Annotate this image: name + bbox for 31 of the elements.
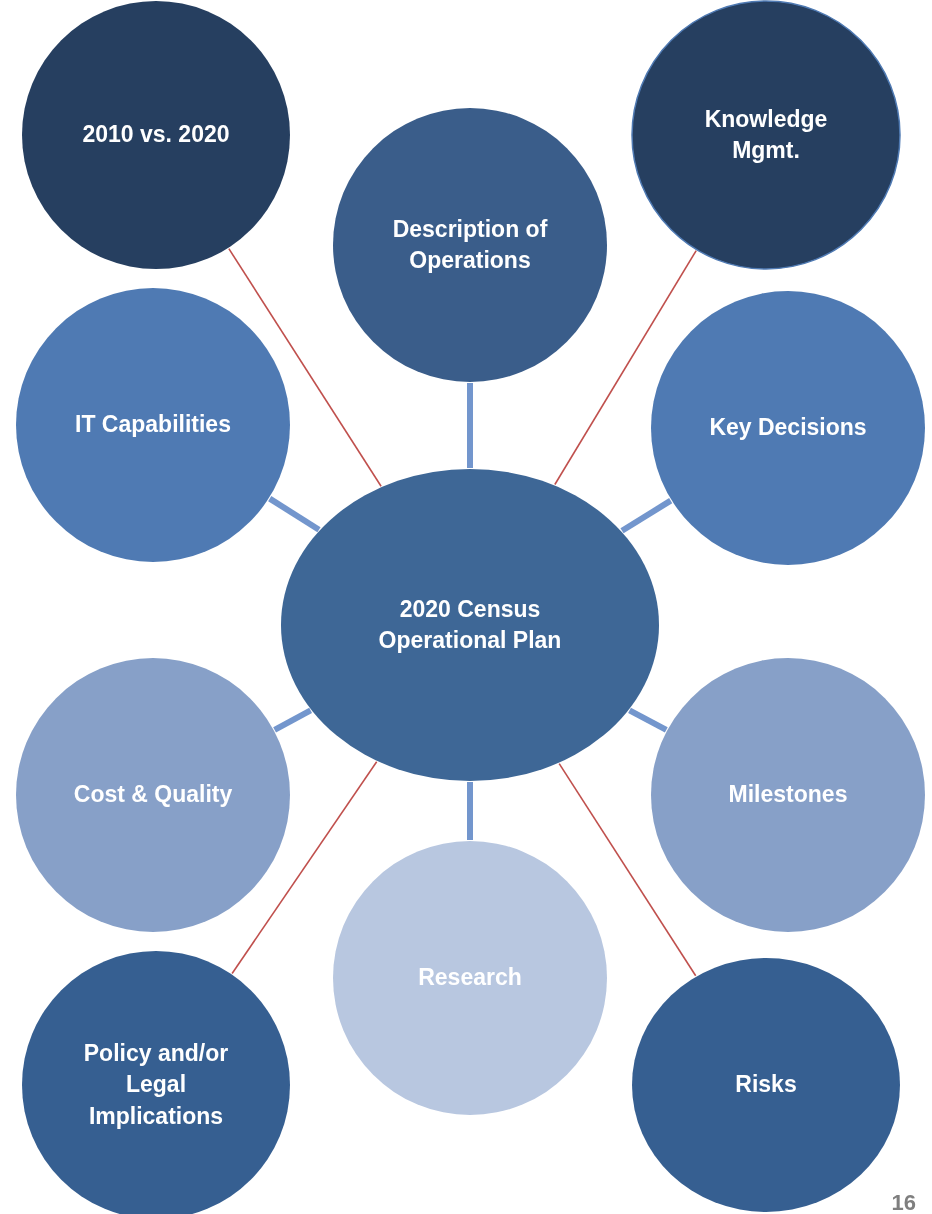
connector-line — [467, 383, 473, 468]
connector-line — [628, 707, 668, 733]
connector-line — [620, 498, 673, 534]
topic-circle — [280, 468, 660, 782]
topic-label: 2010 vs. 2020 — [82, 120, 230, 150]
topic-circle — [15, 287, 291, 563]
connector-line — [268, 496, 321, 533]
topic-circle — [332, 107, 608, 383]
connector-line — [273, 707, 313, 733]
connector-line — [554, 249, 697, 486]
connector-line — [467, 782, 473, 840]
page-number: 16 — [891, 1190, 916, 1214]
topic-label: Cost & Quality — [73, 780, 233, 810]
topic-label: Milestones — [728, 780, 848, 810]
topic-label: Knowledge Mgmt. — [703, 104, 829, 165]
topic-label: IT Capabilities — [75, 410, 231, 440]
topic-circle — [21, 0, 291, 270]
topic-circle — [650, 290, 926, 566]
connector-line — [231, 760, 378, 975]
topic-label: Policy and/or Legal Implications — [82, 1039, 230, 1131]
topic-circle — [631, 0, 901, 270]
topic-label: 2020 Census Operational Plan — [377, 594, 563, 655]
topic-label: Description of Operations — [391, 214, 549, 275]
topic-circle — [15, 657, 291, 933]
connector-line — [228, 247, 382, 488]
topic-label: Key Decisions — [709, 413, 867, 443]
topic-label: Risks — [735, 1070, 797, 1100]
topic-circle — [332, 840, 608, 1116]
connector-line — [558, 762, 697, 977]
topic-label: Research — [418, 963, 522, 993]
topic-circle — [650, 657, 926, 933]
